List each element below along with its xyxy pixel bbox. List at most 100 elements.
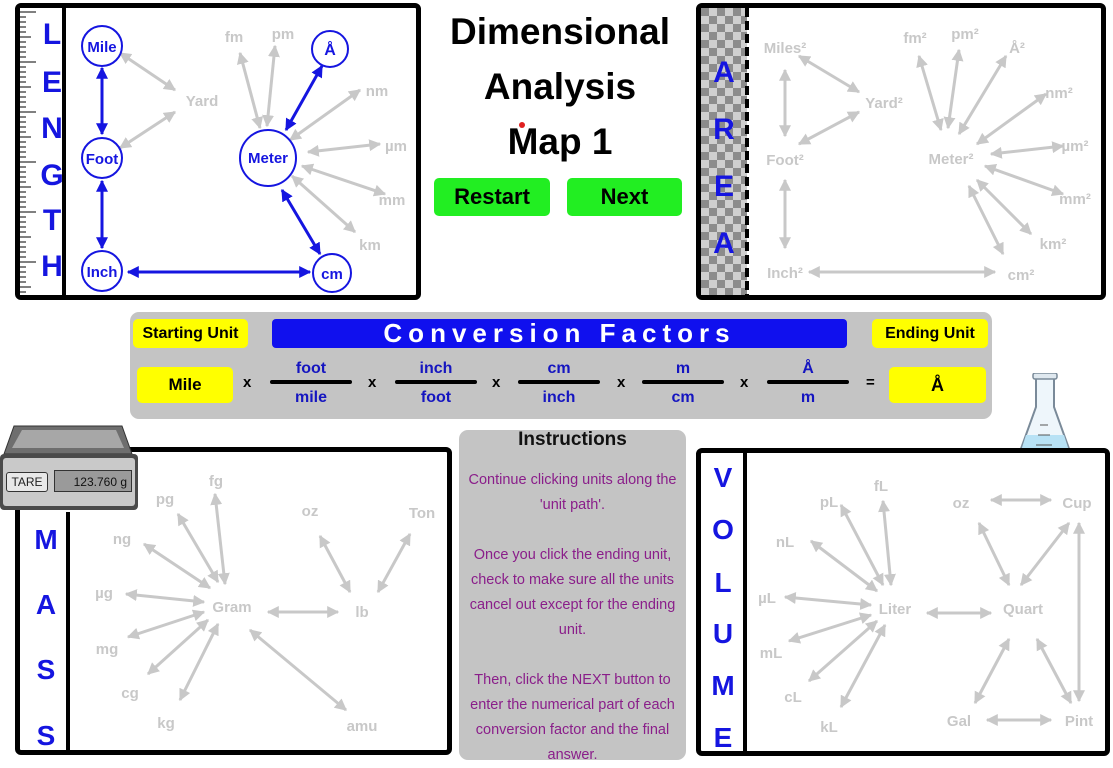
unit-nL[interactable]: nL	[776, 534, 794, 551]
length-letter-1: L	[43, 18, 61, 51]
length-panel: L E N G T H	[15, 3, 421, 300]
area-letter-3: E	[714, 170, 734, 203]
unit-uL[interactable]: µL	[758, 590, 776, 607]
area-map: A R E A Miles² Yard² Foot² Inch² cm²	[701, 8, 1091, 295]
unit-cg[interactable]: cg	[121, 685, 139, 702]
unit-pint[interactable]: Pint	[1065, 713, 1093, 730]
starting-unit-label: Starting Unit	[133, 319, 248, 348]
cursor-dot	[519, 122, 525, 128]
area-letter-4: A	[713, 227, 735, 260]
factor-3-numerator: cm	[547, 360, 571, 377]
unit-pg[interactable]: pg	[156, 491, 174, 508]
unit-km2[interactable]: km²	[1040, 236, 1067, 253]
unit-pL[interactable]: pL	[820, 494, 838, 511]
length-letter-2: E	[42, 66, 62, 99]
unit-miles2[interactable]: Miles²	[764, 40, 807, 57]
unit-node-angstrom[interactable]	[311, 30, 349, 68]
unit-mm2[interactable]: mm²	[1059, 191, 1091, 208]
volume-letter-6: E	[714, 722, 733, 751]
unit-foot2[interactable]: Foot²	[766, 152, 803, 169]
factor-4[interactable]: m cm	[642, 358, 724, 408]
unit-fL[interactable]: fL	[874, 478, 888, 495]
unit-um[interactable]: µm	[385, 138, 407, 155]
volume-letter-4: U	[713, 618, 733, 649]
unit-liter[interactable]: Liter	[879, 601, 912, 618]
unit-fg[interactable]: fg	[209, 473, 223, 490]
factor-5-numerator: Å	[802, 360, 814, 377]
unit-pm2[interactable]: pm²	[951, 26, 979, 43]
unit-quart[interactable]: Quart	[1003, 601, 1043, 618]
unit-gal[interactable]: Gal	[947, 713, 971, 730]
unit-label-foot: Foot	[86, 151, 118, 168]
factor-2-numerator: inch	[419, 360, 453, 377]
mass-letter-3: S	[37, 654, 56, 685]
factor-5-denominator: m	[800, 389, 816, 406]
unit-ug[interactable]: µg	[95, 585, 113, 602]
volume-letter-1: V	[714, 462, 733, 493]
unit-node-meter[interactable]	[239, 129, 297, 187]
unit-fm2[interactable]: fm²	[903, 30, 926, 47]
mass-letter-4: S	[37, 720, 56, 750]
unit-node-cm[interactable]	[312, 253, 352, 293]
unit-label-meter: Meter	[248, 150, 288, 167]
unit-yard[interactable]: Yard	[186, 93, 219, 110]
unit-kg[interactable]: kg	[157, 715, 175, 732]
tare-button[interactable]: TARE	[6, 472, 48, 492]
unit-mg[interactable]: mg	[96, 641, 119, 658]
area-panel: A R E A Miles² Yard² Foot² Inch² cm²	[696, 3, 1106, 300]
unit-cup[interactable]: Cup	[1062, 495, 1091, 512]
ruler-icon	[20, 8, 66, 295]
unit-mL[interactable]: mL	[760, 645, 783, 662]
ending-unit-value: Å	[889, 367, 986, 403]
next-button[interactable]: Next	[567, 178, 682, 216]
unit-nm[interactable]: nm	[366, 83, 389, 100]
unit-kL[interactable]: kL	[820, 719, 838, 736]
volume-map: V O L U M E fL pL nL	[711, 453, 1093, 751]
unit-node-mile[interactable]	[81, 25, 123, 67]
unit-oz-volume[interactable]: oz	[953, 495, 970, 512]
unit-meter2[interactable]: Meter²	[928, 151, 973, 168]
unit-pm[interactable]: pm	[272, 26, 295, 43]
ending-unit-label: Ending Unit	[872, 319, 988, 348]
length-letter-3: N	[41, 112, 63, 145]
factor-4-denominator: cm	[671, 389, 695, 406]
times-sign: x	[617, 374, 626, 391]
factor-3[interactable]: cm inch	[518, 358, 600, 408]
instructions-text-3: Then, click the NEXT button to enter the…	[470, 672, 675, 763]
mass-letter-1: M	[34, 524, 57, 555]
unit-amu[interactable]: amu	[347, 718, 378, 735]
unit-node-inch[interactable]	[81, 250, 123, 292]
unit-ng[interactable]: ng	[113, 531, 131, 548]
unit-oz[interactable]: oz	[302, 503, 319, 520]
equals-sign: =	[866, 374, 875, 391]
factor-1-denominator: mile	[294, 389, 327, 406]
restart-button[interactable]: Restart	[434, 178, 550, 216]
unit-ton[interactable]: Ton	[409, 505, 435, 522]
unit-node-foot[interactable]	[81, 137, 123, 179]
length-letter-4: G	[40, 159, 63, 192]
factor-4-numerator: m	[675, 360, 691, 377]
factor-1[interactable]: foot mile	[270, 358, 352, 408]
unit-a2[interactable]: Å²	[1009, 40, 1025, 57]
unit-gram[interactable]: Gram	[212, 599, 251, 616]
factor-2[interactable]: inch foot	[395, 358, 477, 408]
unit-lb[interactable]: lb	[355, 604, 368, 621]
unit-label-mile: Mile	[87, 39, 116, 56]
unit-um2[interactable]: µm²	[1062, 138, 1089, 155]
unit-fm[interactable]: fm	[225, 29, 243, 46]
unit-nm2[interactable]: nm²	[1045, 85, 1073, 102]
title-line-1: Dimensional	[450, 11, 670, 52]
unit-label-angstrom: Å	[324, 40, 336, 59]
unit-yard2[interactable]: Yard²	[865, 95, 903, 112]
factor-5[interactable]: Å m	[767, 358, 849, 408]
unit-inch2[interactable]: Inch²	[767, 265, 803, 282]
unit-mm[interactable]: mm	[379, 192, 406, 209]
instructions-panel: Instructions Continue clicking units alo…	[459, 430, 686, 763]
mass-map: M A S S fg pg ng µg mg cg kg Gram	[34, 473, 435, 750]
unit-km[interactable]: km	[359, 237, 381, 254]
volume-letter-2: O	[712, 514, 734, 545]
unit-cm2[interactable]: cm²	[1008, 267, 1035, 284]
factor-1-numerator: foot	[295, 360, 327, 377]
factor-3-denominator: inch	[542, 389, 576, 406]
unit-cL[interactable]: cL	[784, 689, 802, 706]
